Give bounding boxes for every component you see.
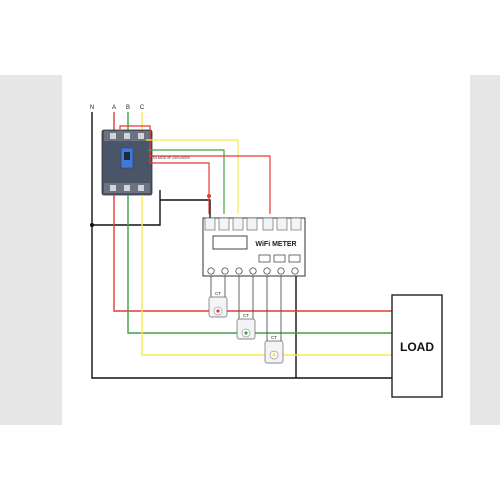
meter-button-2 [273, 254, 286, 263]
label-n: N [90, 105, 94, 111]
meter-bottom-terminal-5 [263, 267, 271, 275]
neutral-wire-main [91, 112, 392, 379]
neutral-wire [90, 112, 392, 379]
load-wire-a [113, 195, 392, 312]
label-a: A [112, 105, 116, 111]
meter-bottom-terminal-6 [277, 267, 285, 275]
meter-bottom-terminal-1 [207, 267, 215, 275]
label-b: B [126, 105, 130, 111]
load-phase-wires [113, 195, 392, 356]
meter-button-1 [258, 254, 271, 263]
meter-top-terminal-7 [290, 217, 302, 231]
meter-bottom-terminal-3 [235, 267, 243, 275]
circuit-breaker [101, 129, 153, 196]
meter-top-terminal-6 [276, 217, 288, 231]
meter-title: WiFi METER [255, 241, 296, 248]
ct-b [236, 318, 256, 340]
neutral-meter-link [160, 199, 211, 225]
supply-wire-b [148, 149, 225, 214]
meter-bottom-terminal-4 [249, 267, 257, 275]
neutral-junction-dot [90, 223, 94, 227]
load-label: LOAD [400, 340, 434, 354]
ct-a-label: CT [215, 291, 221, 296]
supply-wire-c [146, 139, 239, 214]
meter-top-terminal-5 [262, 217, 274, 231]
incoming-phase-wires [113, 112, 143, 130]
wifi-meter [202, 217, 306, 277]
supply-wire-a [119, 125, 210, 214]
meter-supply-wires [119, 125, 271, 214]
left-background-band [0, 75, 62, 425]
breaker-label: ATN MCB 3P 230V/400V [150, 156, 191, 160]
load-wire-b [127, 195, 392, 334]
meter-display [212, 235, 248, 250]
right-background-band [470, 75, 500, 425]
meter-top-terminal-3 [232, 217, 244, 231]
meter-bottom-terminal-7 [291, 267, 299, 275]
ct-c-label: CT [271, 335, 277, 340]
ct-b-label: CT [243, 313, 249, 318]
label-c: C [140, 105, 145, 111]
meter-bottom-terminal-2 [221, 267, 229, 275]
ct-signal-wires [210, 275, 282, 342]
meter-top-terminal-4 [246, 217, 258, 231]
supply-wire-extra [150, 155, 271, 214]
meter-button-3 [288, 254, 301, 263]
meter-top-terminal-2 [218, 217, 230, 231]
ct-a [208, 296, 228, 318]
ct-c [264, 340, 284, 364]
meter-top-terminal-1 [204, 217, 216, 231]
supply-junction-dot [207, 194, 211, 198]
load-box [391, 294, 443, 398]
load-wire-c [141, 195, 392, 356]
